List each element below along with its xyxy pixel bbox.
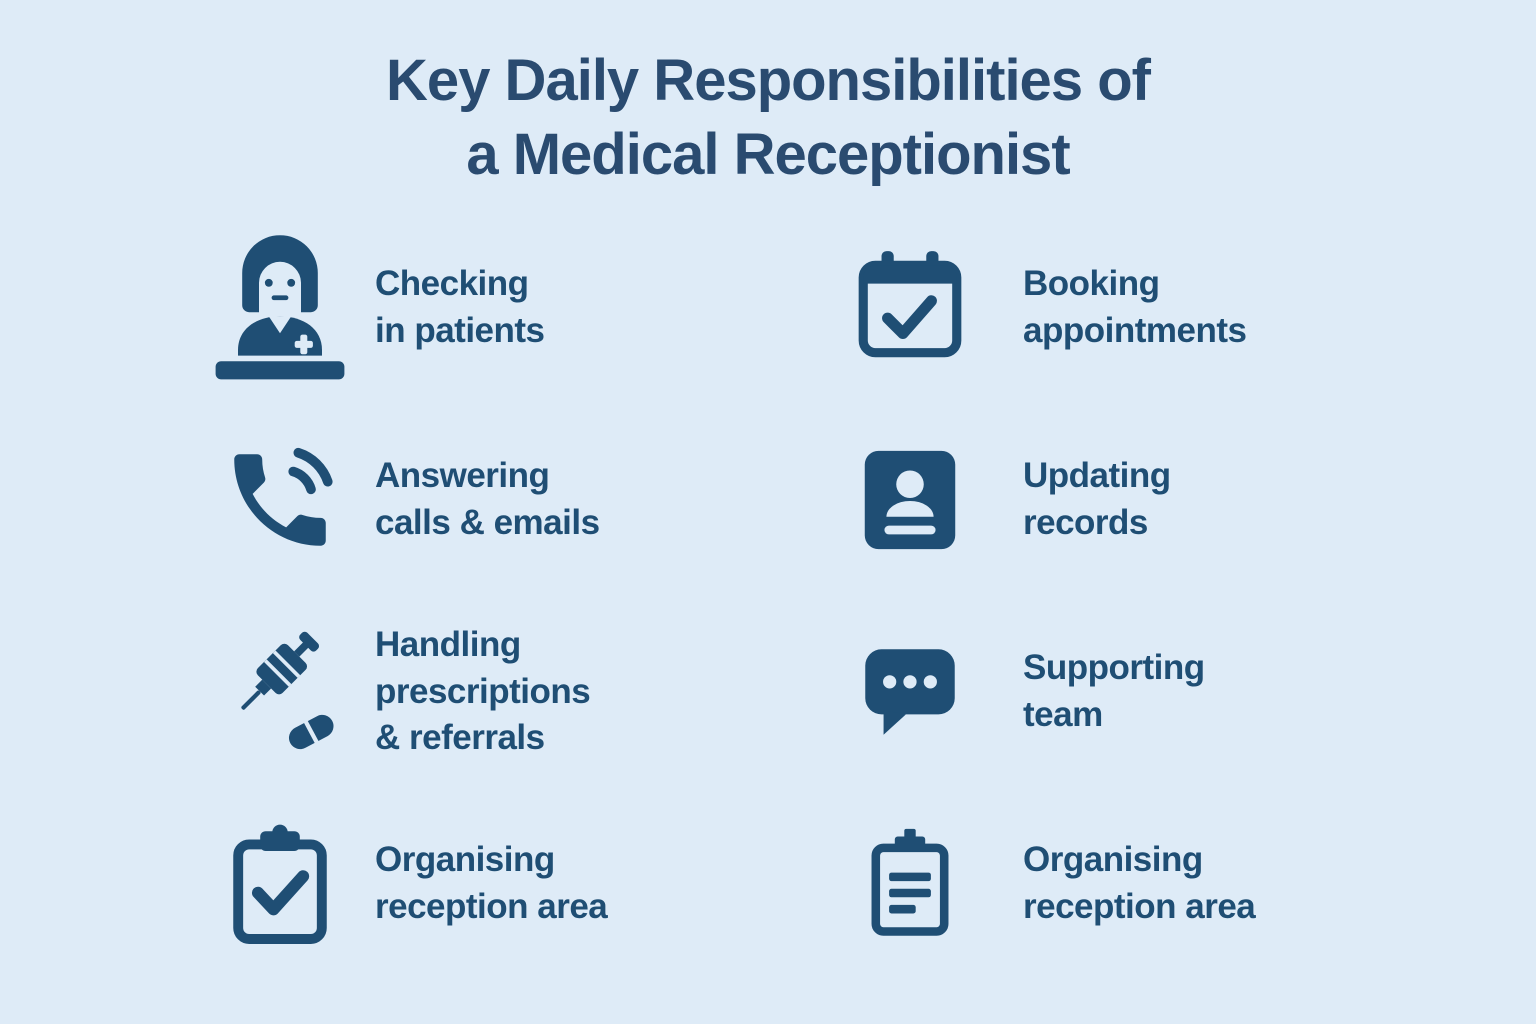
item-label: Supporting team bbox=[1023, 648, 1205, 734]
page-title-line1: Key Daily Responsibilities of bbox=[386, 48, 1151, 113]
contact-card-icon bbox=[845, 441, 975, 559]
page-title-line2: a Medical Receptionist bbox=[466, 122, 1070, 188]
left-column: Checking in patients Answering calls & e… bbox=[185, 212, 785, 980]
clipboard-list-icon bbox=[845, 827, 975, 941]
chat-bubble-icon bbox=[845, 631, 975, 753]
infographic-body: Checking in patients Answering calls & e… bbox=[0, 212, 1536, 1024]
item-label: Booking appointments bbox=[1023, 264, 1247, 350]
item-supporting-team: Supporting team bbox=[845, 596, 1445, 788]
item-label: Checking in patients bbox=[375, 264, 545, 350]
item-organising-reception-left: Organising reception area bbox=[185, 788, 785, 980]
item-organising-reception-right: Organising reception area bbox=[845, 788, 1445, 980]
item-updating-records: Updating records bbox=[845, 404, 1445, 596]
right-column: Booking appointments Updating records bbox=[845, 212, 1445, 980]
clipboard-check-icon bbox=[185, 818, 375, 950]
item-label: Updating records bbox=[1023, 456, 1171, 542]
receptionist-icon bbox=[185, 224, 375, 392]
page-title: Key Daily Responsibilities of a Medical … bbox=[0, 0, 1536, 192]
item-label: Organising reception area bbox=[1023, 840, 1256, 926]
phone-icon bbox=[185, 439, 375, 561]
item-booking-appointments: Booking appointments bbox=[845, 212, 1445, 404]
item-label: Answering calls & emails bbox=[375, 456, 600, 542]
syringe-pill-icon bbox=[185, 617, 375, 767]
item-label: Handling prescriptions & referrals bbox=[375, 625, 591, 758]
item-handling-prescriptions: Handling prescriptions & referrals bbox=[185, 596, 785, 788]
calendar-check-icon bbox=[845, 247, 975, 369]
item-answering-calls: Answering calls & emails bbox=[185, 404, 785, 596]
item-checking-in-patients: Checking in patients bbox=[185, 212, 785, 404]
item-label: Organising reception area bbox=[375, 840, 608, 926]
